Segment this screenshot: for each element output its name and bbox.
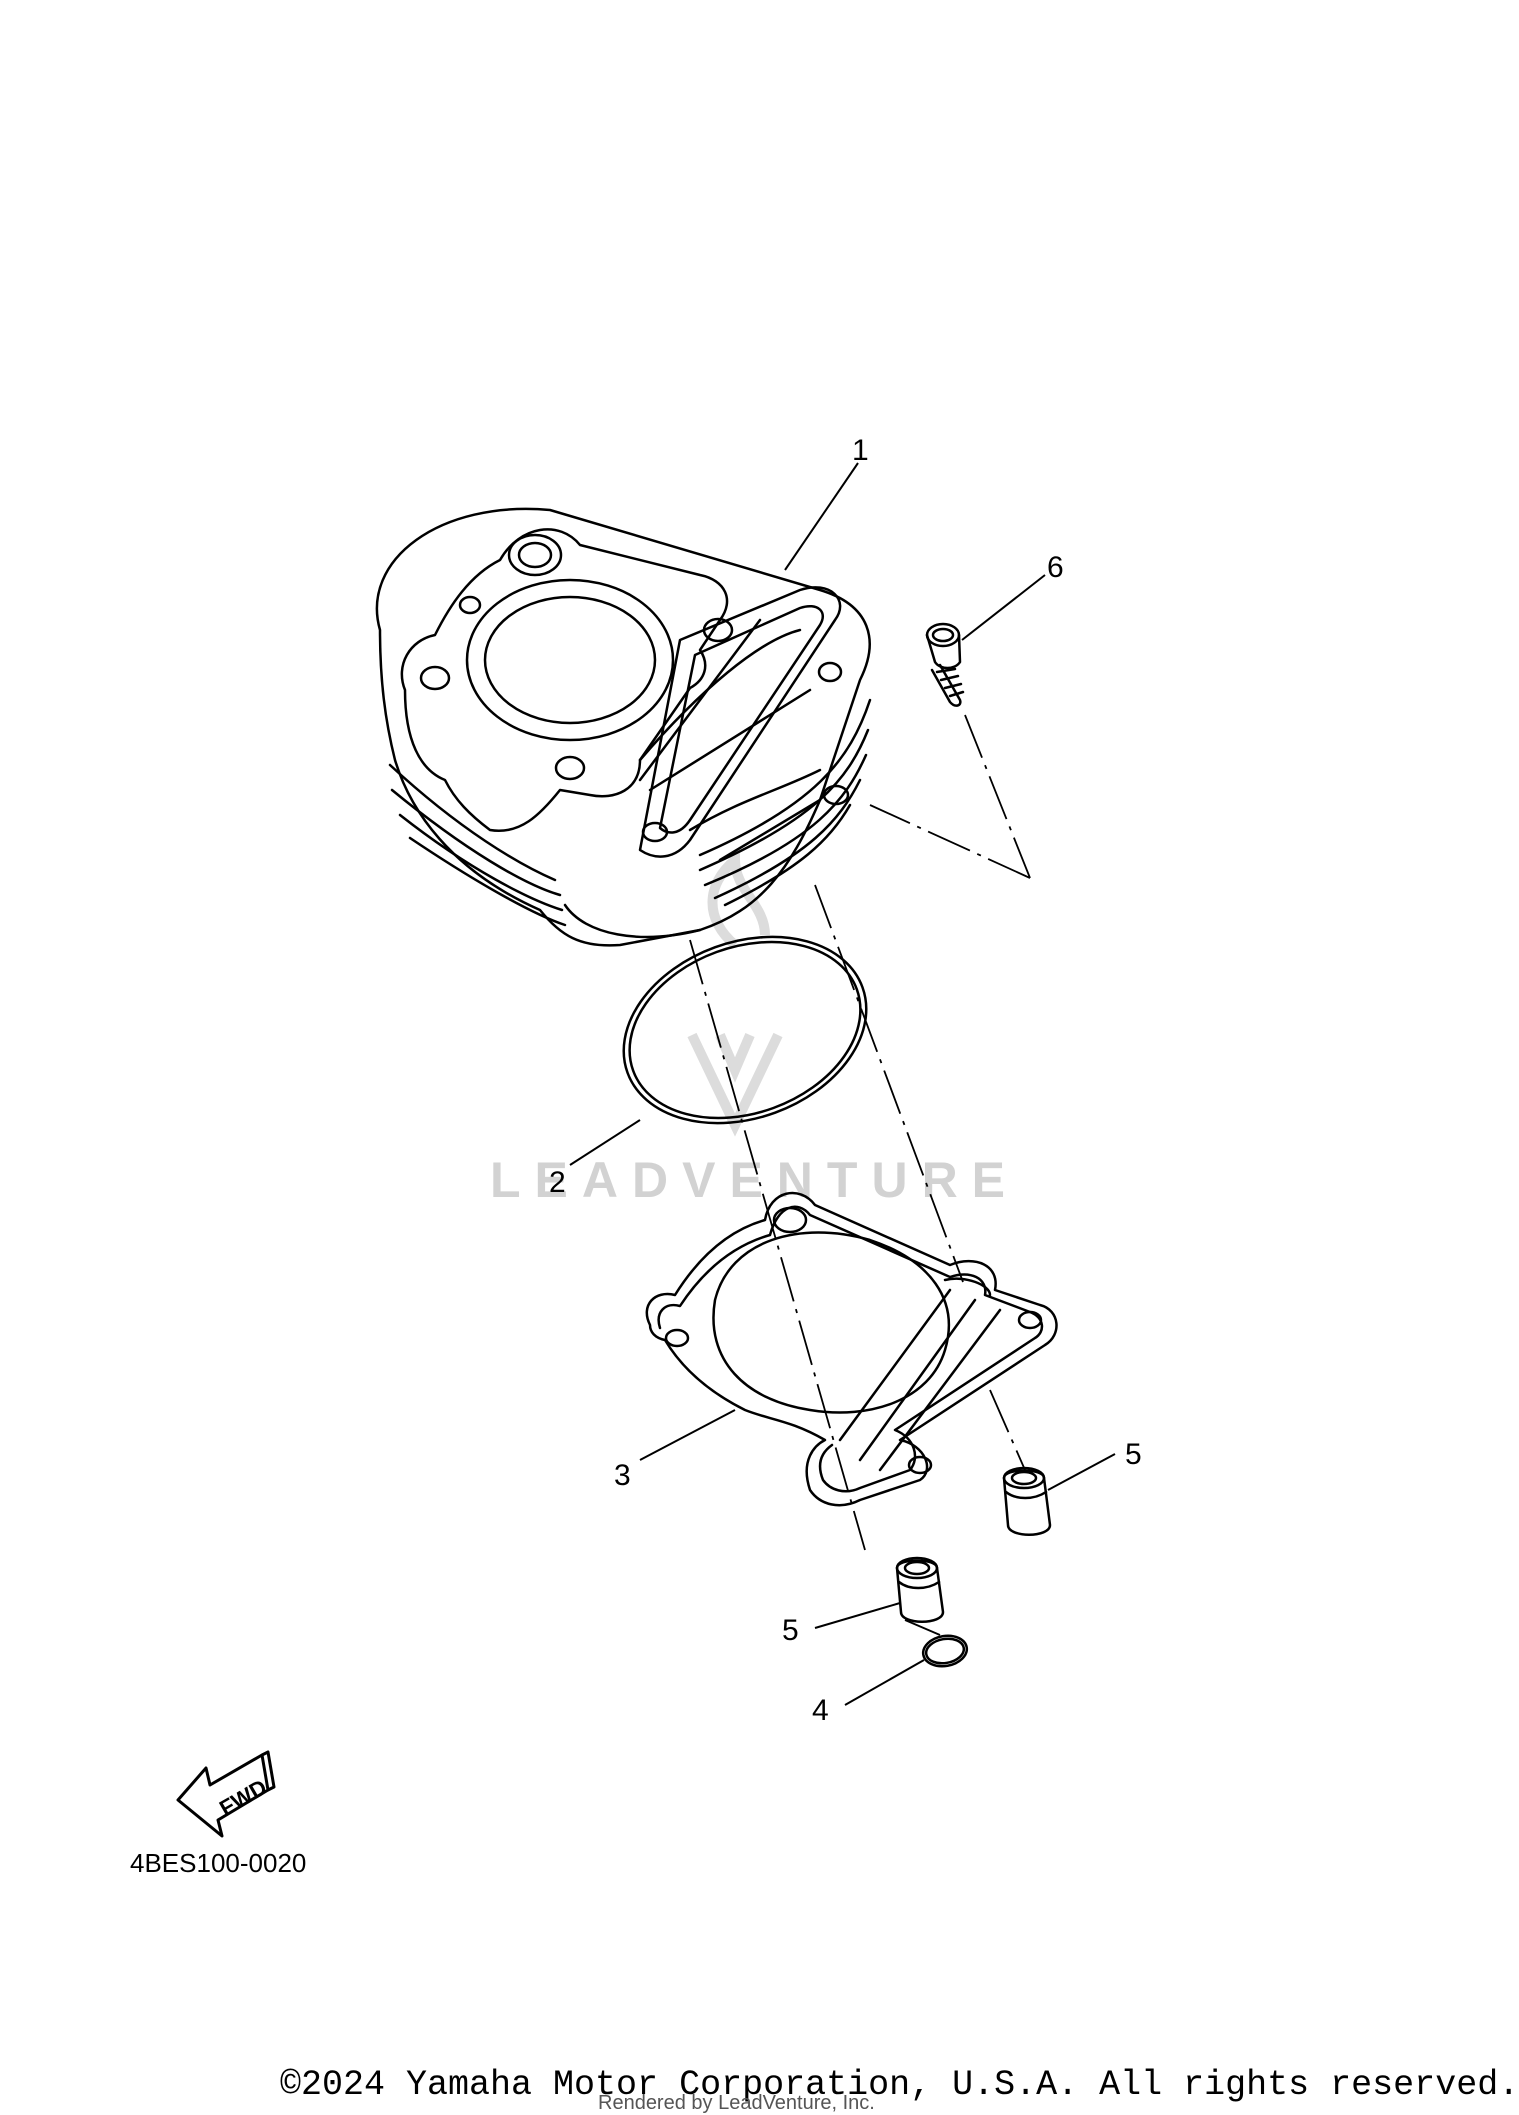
- part-3-base-gasket: [645, 1191, 1058, 1507]
- leader-lines: [569, 462, 1116, 1706]
- diagram-reference-code: 4BES100-0020: [130, 1848, 306, 1878]
- watermark-text: LEADVENTURE: [490, 1152, 1019, 1208]
- callout-numbers: 1 6 2 3 5 5 4: [549, 434, 1142, 1727]
- part-2-o-ring: [622, 935, 868, 1125]
- part-5-dowel-pin-lower: [895, 1556, 945, 1623]
- callout-3: 3: [614, 1459, 631, 1492]
- part-1-cylinder: [375, 507, 872, 947]
- assembly-lines: [689, 714, 1031, 1636]
- part-5-dowel-pin-upper: [1002, 1466, 1052, 1536]
- callout-1: 1: [852, 434, 869, 467]
- callout-2: 2: [549, 1166, 566, 1199]
- callout-5-upper: 5: [1125, 1438, 1142, 1471]
- rendered-by-notice: Rendered by LeadVenture, Inc.: [598, 2092, 875, 2114]
- part-4-small-o-ring: [921, 1634, 969, 1668]
- callout-5-lower: 5: [782, 1614, 799, 1647]
- copyright-notice: ©2024 Yamaha Motor Corporation, U.S.A. A…: [280, 2065, 1519, 2105]
- callout-4: 4: [812, 1694, 829, 1727]
- callout-6: 6: [1047, 551, 1064, 584]
- part-6-bolt: [925, 622, 965, 707]
- fwd-arrow-icon: FWD: [176, 1750, 276, 1838]
- leadventure-logo-icon: [687, 849, 783, 1137]
